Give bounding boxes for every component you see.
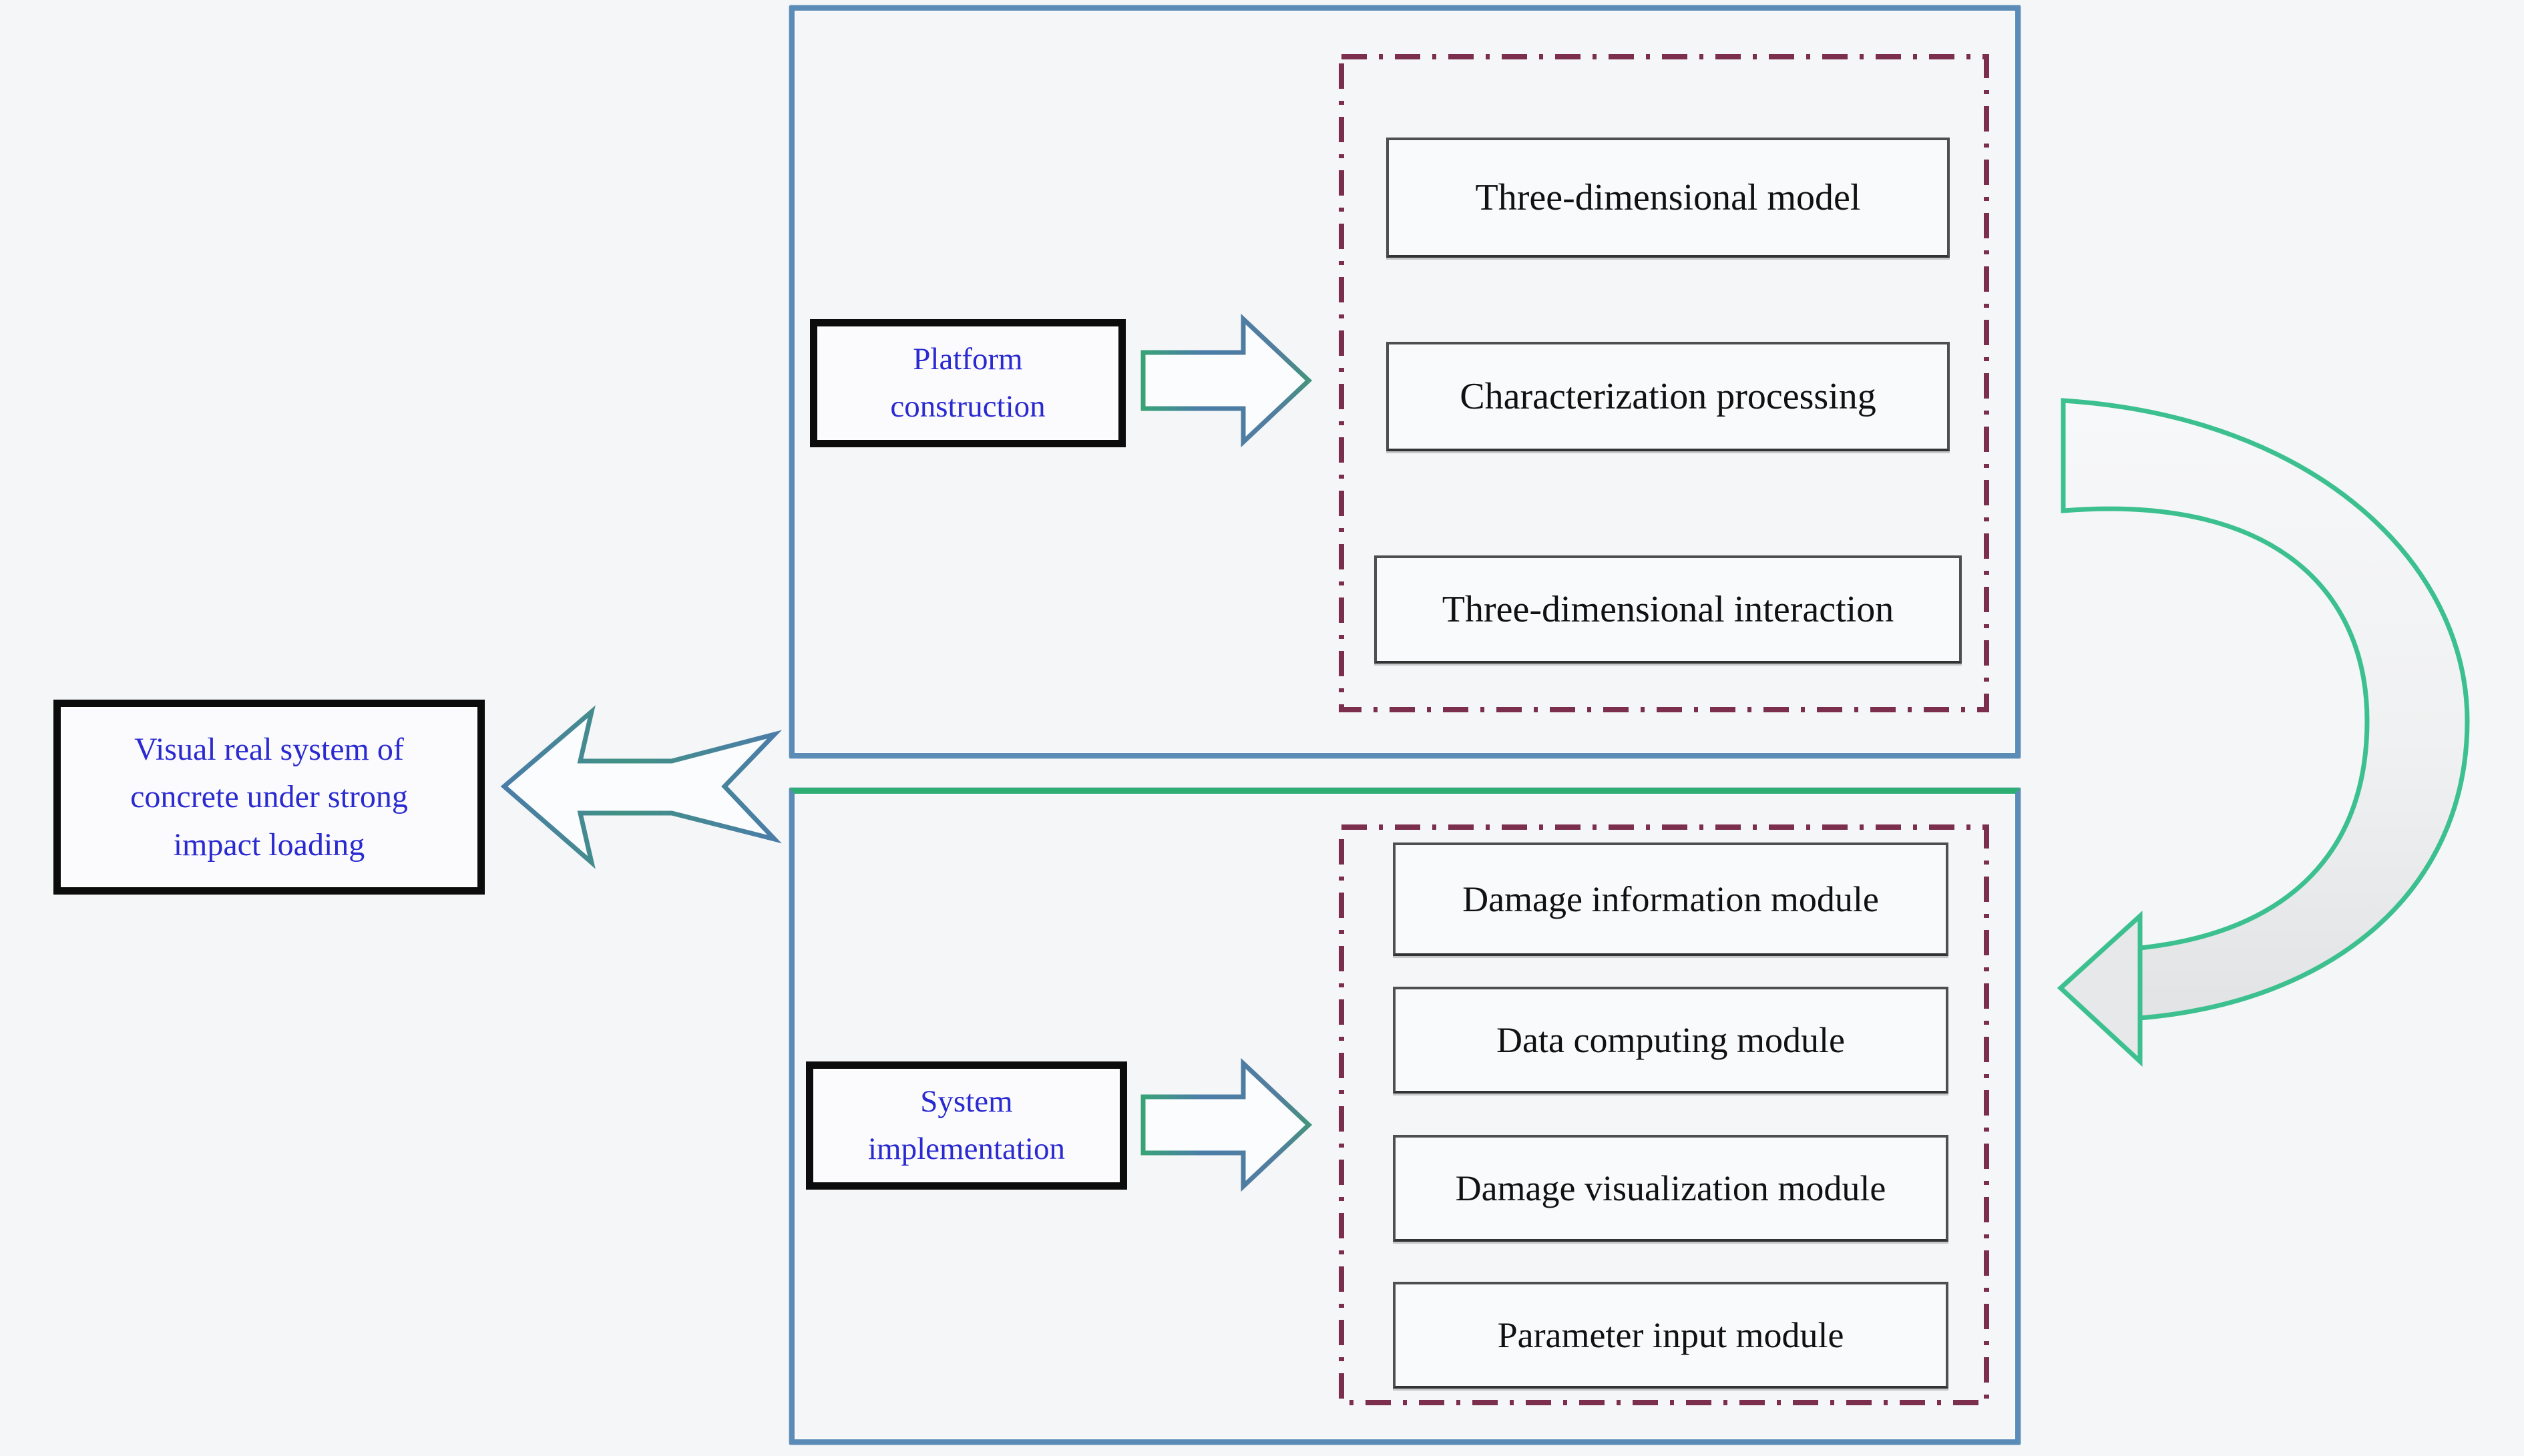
visual-real-system-box: Visual real system of concrete under str… — [53, 700, 485, 895]
right-block-arrow-top — [1140, 313, 1313, 448]
system-implementation-panel — [789, 788, 2021, 1445]
platform-construction-line-1: Platform — [913, 341, 1023, 377]
system-implementation-line-2: implementation — [868, 1132, 1065, 1166]
module-data-computing: Data computing module — [1393, 987, 1948, 1094]
module-label: Data computing module — [1496, 1020, 1845, 1060]
visual-real-system-line-1: Visual real system of — [134, 732, 404, 768]
platform-construction-label-box: Platform construction — [810, 319, 1126, 447]
curved-return-arrow-head — [2057, 911, 2143, 1067]
item-three-dimensional-model: Three-dimensional model — [1386, 138, 1950, 258]
item-label: Three-dimensional interaction — [1442, 589, 1894, 630]
visual-real-system-line-3: impact loading — [173, 826, 365, 863]
system-implementation-line-1: System — [920, 1083, 1013, 1119]
item-three-dimensional-interaction: Three-dimensional interaction — [1374, 555, 1962, 664]
module-parameter-input: Parameter input module — [1393, 1282, 1948, 1389]
module-label: Damage information module — [1462, 879, 1879, 919]
module-damage-visualization: Damage visualization module — [1393, 1135, 1948, 1242]
visual-real-system-line-2: concrete under strong — [130, 779, 408, 815]
module-label: Parameter input module — [1497, 1315, 1844, 1355]
right-block-arrow-bottom — [1140, 1057, 1313, 1192]
item-label: Characterization processing — [1460, 376, 1876, 417]
platform-construction-panel — [789, 5, 2021, 758]
curved-return-arrow-band — [2061, 398, 2470, 1021]
module-label: Damage visualization module — [1455, 1168, 1886, 1208]
dashed-container-top — [1339, 54, 1989, 712]
dashed-container-bottom — [1339, 824, 1989, 1405]
left-block-arrow — [500, 705, 783, 869]
item-label: Three-dimensional model — [1475, 177, 1861, 218]
module-damage-information: Damage information module — [1393, 842, 1948, 956]
platform-construction-line-2: construction — [890, 389, 1046, 424]
system-implementation-label-box: System implementation — [806, 1061, 1127, 1190]
item-characterization-processing: Characterization processing — [1386, 342, 1950, 451]
